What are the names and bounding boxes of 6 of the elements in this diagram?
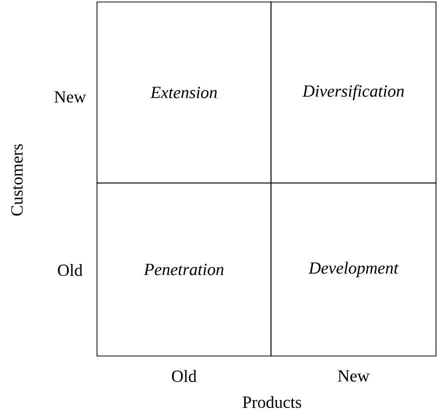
matrix-cell: Development: [270, 182, 436, 356]
axis-title: Products: [242, 396, 302, 408]
axis-title: Customers: [11, 144, 23, 216]
matrix-cell: Diversification: [270, 2, 436, 184]
matrix-cell: Penetration: [96, 182, 272, 356]
matrix-cell: Extension: [96, 2, 272, 184]
